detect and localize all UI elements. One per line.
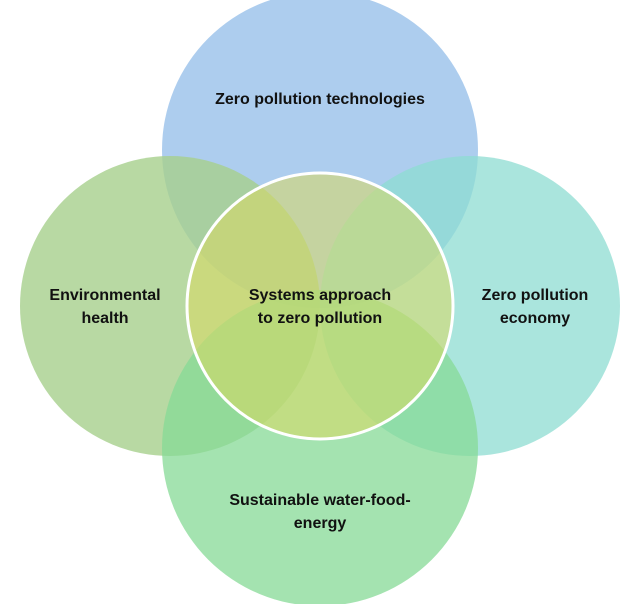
label-center-line1: Systems approach	[248, 287, 392, 304]
label-left-line1: Environmental	[49, 287, 161, 304]
label-bottom-line2: energy	[293, 515, 347, 532]
label-right-line1: Zero pollution	[481, 287, 589, 304]
label-left-line2: health	[81, 310, 129, 327]
label-left: Environmental health	[30, 284, 180, 330]
label-top: Zero pollution technologies	[215, 91, 425, 108]
label-right: Zero pollution economy	[450, 284, 620, 330]
label-center: Systems approach to zero pollution	[220, 284, 420, 330]
label-center-line2: to zero pollution	[257, 310, 383, 327]
label-bottom-line1: Sustainable water-food-	[229, 492, 411, 509]
circle-center	[185, 171, 455, 441]
label-right-line2: economy	[499, 310, 571, 327]
label-bottom: Sustainable water-food- energy	[180, 489, 460, 535]
